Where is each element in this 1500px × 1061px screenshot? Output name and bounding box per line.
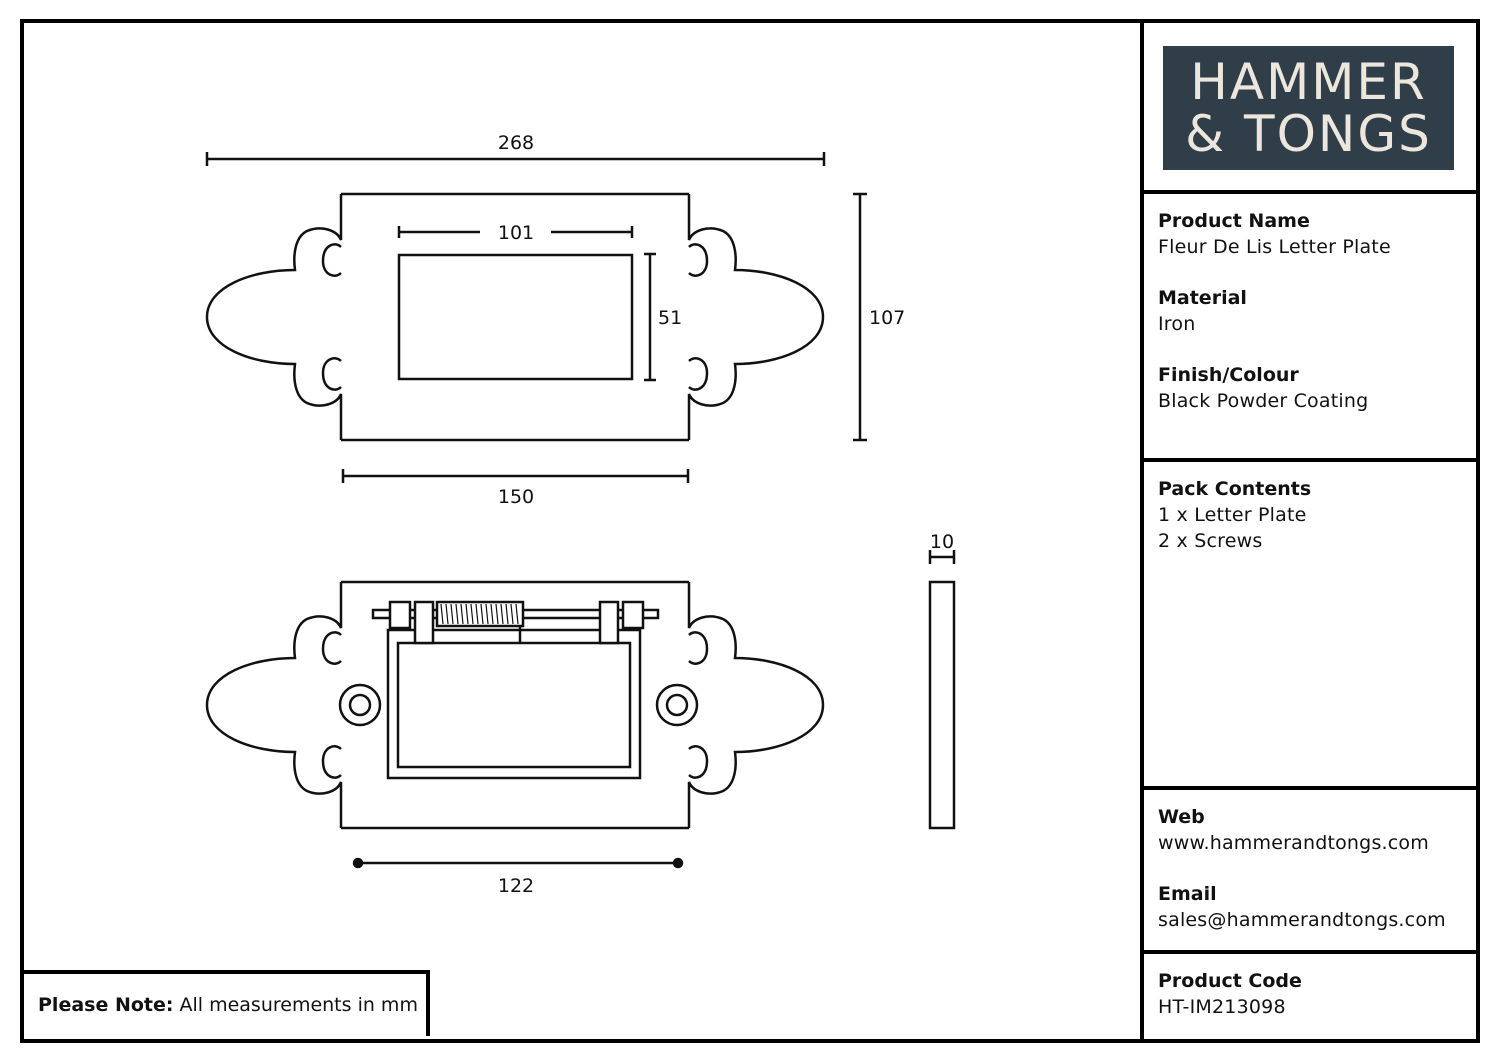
spring-coil xyxy=(455,603,459,625)
web-link[interactable]: www.hammerandtongs.com xyxy=(1158,832,1429,854)
dim-aperture-height: 51 xyxy=(658,307,682,329)
material-label: Material xyxy=(1158,287,1247,309)
dim-depth: 10 xyxy=(930,531,954,553)
product-code-label: Product Code xyxy=(1158,970,1302,992)
spring-coil xyxy=(515,603,519,625)
screw-hole xyxy=(655,683,699,727)
rear-view-plate xyxy=(205,580,825,830)
plate-outline xyxy=(205,192,825,442)
front-view-plate xyxy=(205,192,825,442)
dim-aperture-width: 101 xyxy=(498,222,534,244)
logo-line-1: HAMMER xyxy=(1190,53,1427,111)
product-section: Product Name Fleur De Lis Letter Plate M… xyxy=(1144,190,1476,460)
dimension-lines xyxy=(205,152,956,869)
finish-label: Finish/Colour xyxy=(1158,364,1299,386)
email-label: Email xyxy=(1158,883,1217,905)
spring-coil xyxy=(475,603,479,625)
spring-coil xyxy=(480,603,484,625)
screw-hole xyxy=(338,683,382,727)
side-view xyxy=(928,580,956,830)
pack-label: Pack Contents xyxy=(1158,478,1312,500)
product-name-label: Product Name xyxy=(1158,210,1310,232)
spring-coil xyxy=(485,603,489,625)
web-label: Web xyxy=(1158,806,1205,828)
pack-item: 2 x Screws xyxy=(1158,530,1263,552)
product-name: Fleur De Lis Letter Plate xyxy=(1158,236,1391,258)
contact-section: Web www.hammerandtongs.com Email sales@h… xyxy=(1144,786,1476,952)
spring-coil xyxy=(500,603,504,625)
pack-item: 1 x Letter Plate xyxy=(1158,504,1307,526)
finish: Black Powder Coating xyxy=(1158,390,1369,412)
pack-section: Pack Contents 1 x Letter Plate 2 x Screw… xyxy=(1144,458,1476,788)
dim-plate-width: 150 xyxy=(498,486,534,508)
flap-assembly xyxy=(338,600,699,780)
spring-coil xyxy=(495,603,499,625)
dim-height: 107 xyxy=(869,307,905,329)
hinge-spring xyxy=(435,600,525,628)
note-text: All measurements in mm xyxy=(179,994,418,1016)
code-section: Product Code HT-IM213098 xyxy=(1144,950,1476,1036)
spring-coil xyxy=(445,603,449,625)
logo-line-2: & TONGS xyxy=(1185,105,1432,163)
spring-coil xyxy=(510,603,514,625)
dim-fixing-centres: 122 xyxy=(498,875,534,897)
product-code: HT-IM213098 xyxy=(1158,996,1286,1018)
material: Iron xyxy=(1158,313,1196,335)
drawing-frame xyxy=(20,19,1480,1043)
letter-aperture xyxy=(397,253,634,381)
measurement-note: Please Note: All measurements in mm xyxy=(20,970,430,1036)
info-panel xyxy=(1140,19,1476,1039)
spring-coil xyxy=(490,603,494,625)
spring-coil xyxy=(470,603,474,625)
plate-outline xyxy=(205,580,825,830)
dim-overall-width: 268 xyxy=(498,132,534,154)
brand-logo: HAMMER & TONGS xyxy=(1163,46,1454,170)
note-label: Please Note: xyxy=(38,994,174,1016)
spring-coil xyxy=(465,603,469,625)
technical-drawing: 268 101 51 107 150 10 122 xyxy=(205,132,956,897)
spring-coil xyxy=(440,603,444,625)
email-link[interactable]: sales@hammerandtongs.com xyxy=(1158,909,1446,931)
spring-coil xyxy=(505,603,509,625)
spring-coil xyxy=(460,603,464,625)
spring-coil xyxy=(450,603,454,625)
